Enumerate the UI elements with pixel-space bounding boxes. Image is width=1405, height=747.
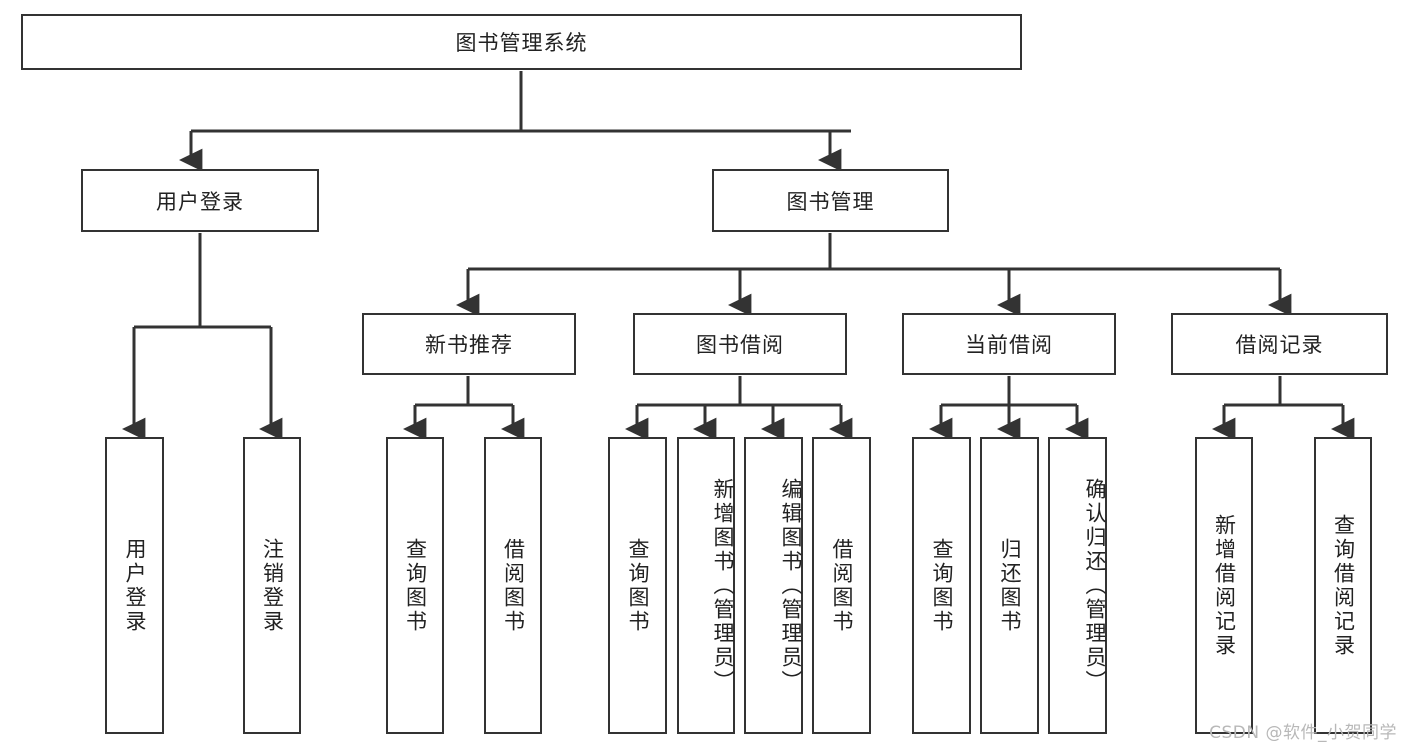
node-user-login[interactable]: 用户登录: [81, 169, 319, 232]
leaf-current-return-book-label: 归还图书: [998, 537, 1022, 634]
leaf-records-add-record[interactable]: 新增借阅记录: [1195, 437, 1253, 734]
leaf-records-query-record[interactable]: 查询借阅记录: [1314, 437, 1372, 734]
node-book-borrow-label: 图书借阅: [696, 333, 784, 357]
leaf-records-query-record-label: 查询借阅记录: [1331, 513, 1356, 658]
leaf-current-confirm-return-label: 确认归还（管理员）: [1083, 477, 1107, 694]
node-book-management-label: 图书管理: [786, 189, 875, 214]
leaf-user-logout[interactable]: 注销登录: [243, 437, 301, 734]
node-book-borrow[interactable]: 图书借阅: [633, 313, 847, 375]
leaf-borrow-query-book-label: 查询图书: [626, 537, 650, 634]
leaf-borrow-edit-book[interactable]: 编辑图书（管理员）: [744, 437, 803, 734]
node-borrow-records-label: 借阅记录: [1235, 333, 1324, 357]
node-borrow-records[interactable]: 借阅记录: [1171, 313, 1388, 375]
node-new-book-recommend-label: 新书推荐: [425, 333, 513, 357]
leaf-borrow-lend-book-label: 借阅图书: [830, 537, 854, 634]
node-root-label: 图书管理系统: [455, 31, 588, 55]
leaf-current-query-book-label: 查询图书: [930, 537, 954, 634]
leaf-user-login[interactable]: 用户登录: [105, 437, 164, 734]
leaf-newbook-borrow-book-label: 借阅图书: [501, 537, 526, 634]
leaf-current-return-book[interactable]: 归还图书: [980, 437, 1039, 734]
csdn-watermark: CSDN @软件_小贺同学: [1209, 723, 1397, 743]
leaf-borrow-lend-book[interactable]: 借阅图书: [812, 437, 871, 734]
leaf-newbook-borrow-book[interactable]: 借阅图书: [484, 437, 542, 734]
leaf-user-login-label: 用户登录: [123, 537, 147, 634]
leaf-borrow-query-book[interactable]: 查询图书: [608, 437, 667, 734]
leaf-newbook-query-book-label: 查询图书: [403, 537, 428, 634]
leaf-newbook-query-book[interactable]: 查询图书: [386, 437, 444, 734]
node-new-book-recommend[interactable]: 新书推荐: [362, 313, 576, 375]
node-user-login-label: 用户登录: [156, 189, 244, 214]
node-current-borrow-label: 当前借阅: [965, 333, 1053, 357]
leaf-user-logout-label: 注销登录: [260, 537, 285, 634]
leaf-records-add-record-label: 新增借阅记录: [1212, 513, 1237, 658]
node-book-management[interactable]: 图书管理: [712, 169, 949, 232]
leaf-current-query-book[interactable]: 查询图书: [912, 437, 971, 734]
node-current-borrow[interactable]: 当前借阅: [902, 313, 1116, 375]
leaf-current-confirm-return[interactable]: 确认归还（管理员）: [1048, 437, 1107, 734]
leaf-borrow-add-book[interactable]: 新增图书（管理员）: [677, 437, 735, 734]
node-root[interactable]: 图书管理系统: [21, 14, 1022, 70]
leaf-borrow-edit-book-label: 编辑图书（管理员）: [779, 477, 803, 694]
leaf-borrow-add-book-label: 新增图书（管理员）: [711, 477, 735, 694]
